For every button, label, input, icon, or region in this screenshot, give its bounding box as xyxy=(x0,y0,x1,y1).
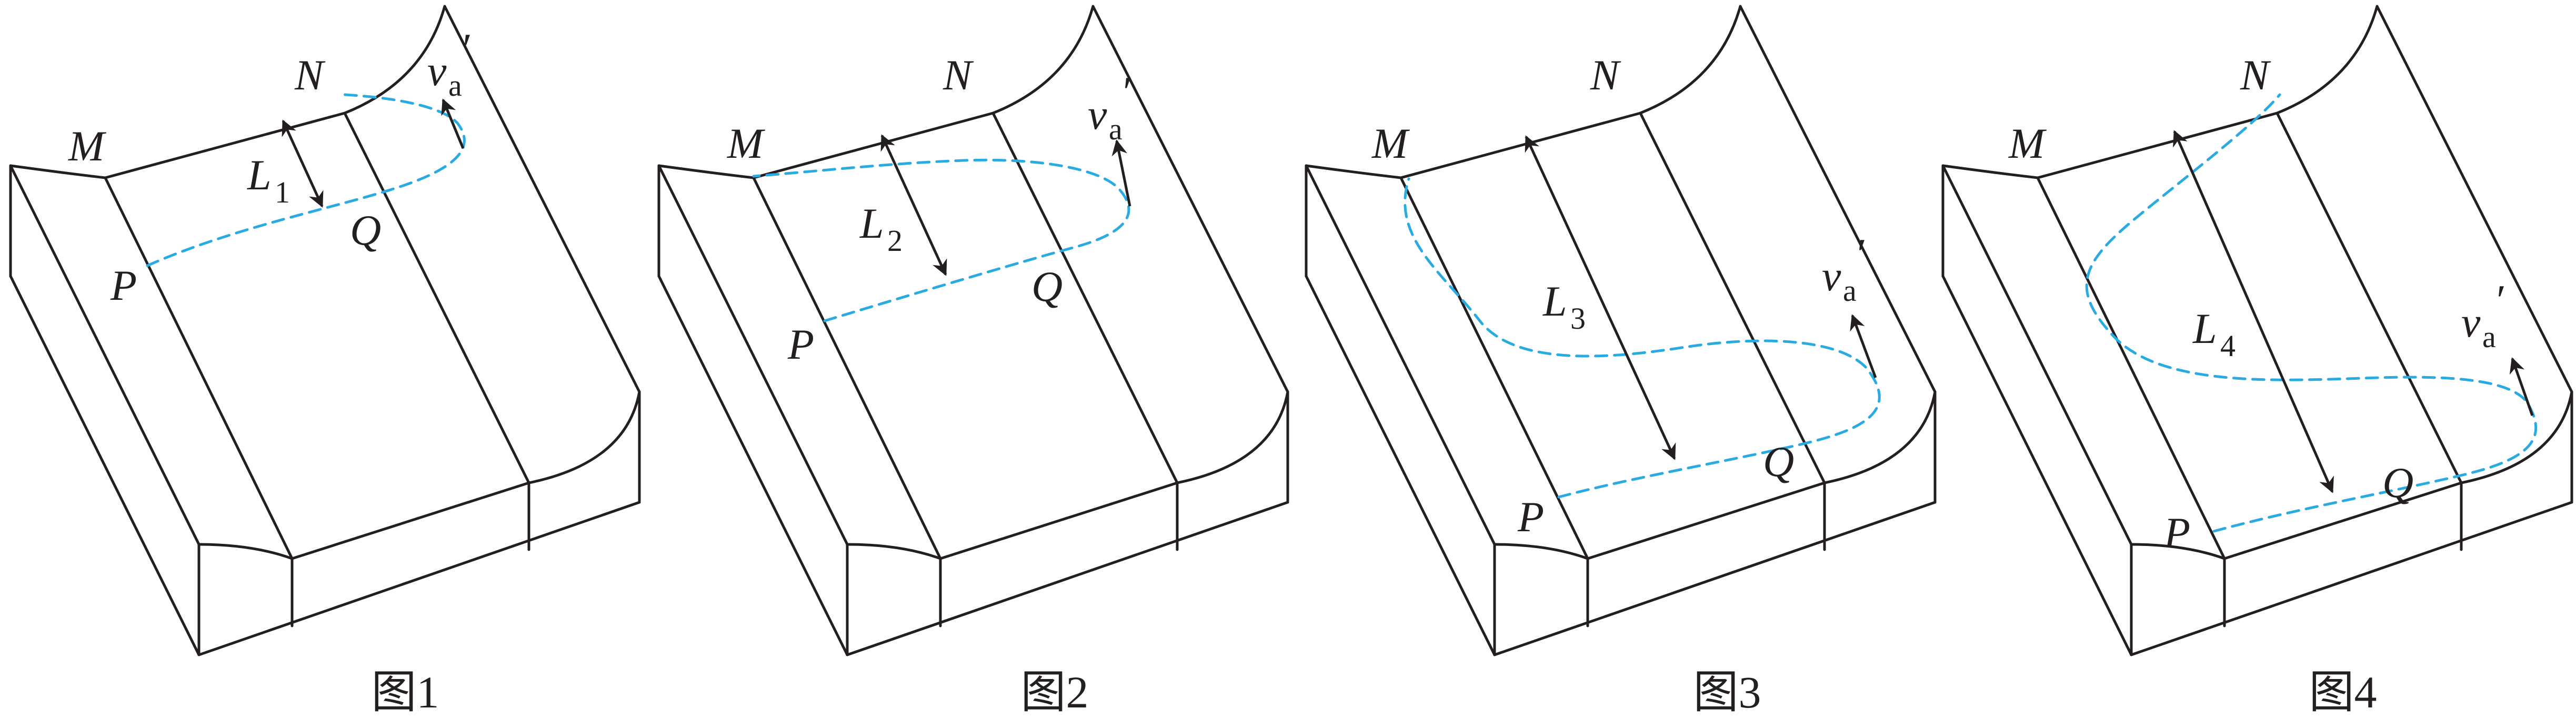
velocity-label: v xyxy=(427,47,447,95)
velocity-label-prime: ′ xyxy=(1120,68,1130,116)
point-label-q: Q xyxy=(2382,459,2413,507)
distance-label: L xyxy=(247,151,272,199)
point-label-q: Q xyxy=(350,206,381,254)
point-label-n: N xyxy=(294,51,326,99)
panel-2: M N P Q L 2 v a ′ 图2 xyxy=(657,5,1289,717)
trough-block xyxy=(9,5,641,656)
velocity-label: v xyxy=(2461,298,2481,346)
trough-block xyxy=(1305,5,1937,656)
panel-1: M N P Q L 1 v a ′ 图1 xyxy=(9,5,641,717)
velocity-arrow xyxy=(2509,357,2534,416)
velocity-arrow xyxy=(1111,139,1131,207)
distance-arrow xyxy=(282,119,324,208)
trajectory-path xyxy=(752,158,1130,322)
point-label-m: M xyxy=(68,122,107,170)
velocity-label-prime: ′ xyxy=(2494,276,2504,324)
distance-arrow xyxy=(880,134,947,276)
point-label-p: P xyxy=(787,320,814,368)
point-label-m: M xyxy=(1371,119,1410,167)
panel-caption: 图1 xyxy=(372,667,439,717)
point-label-m: M xyxy=(727,119,766,167)
trough-block xyxy=(657,5,1289,656)
point-label-n: N xyxy=(943,51,974,99)
distance-label-subscript: 1 xyxy=(275,175,290,209)
panel-caption: 图4 xyxy=(2309,667,2377,717)
panel-4: M N P Q L 4 v a ′ 图4 xyxy=(1941,5,2573,717)
point-label-q: Q xyxy=(1763,438,1794,485)
velocity-label-subscript: a xyxy=(2482,320,2496,354)
distance-arrow xyxy=(2173,130,2334,493)
velocity-arrow xyxy=(1850,314,1877,378)
velocity-label-subscript: a xyxy=(1843,274,1857,308)
point-label-n: N xyxy=(2240,51,2271,99)
velocity-arrow xyxy=(441,98,465,149)
trajectory-path xyxy=(1404,177,1881,499)
panel-3: M N P Q L 3 v a ′ 图3 xyxy=(1305,5,1937,717)
point-label-m: M xyxy=(2008,119,2047,167)
point-label-q: Q xyxy=(1031,262,1063,310)
distance-label-subscript: 2 xyxy=(887,224,903,258)
velocity-label: v xyxy=(1822,252,1841,300)
distance-label: L xyxy=(1542,277,1567,325)
velocity-label-prime: ′ xyxy=(460,25,470,73)
distance-arrow xyxy=(1525,135,1676,460)
velocity-label: v xyxy=(1088,90,1107,138)
point-label-p: P xyxy=(110,261,137,309)
distance-label: L xyxy=(859,199,884,247)
point-label-p: P xyxy=(1517,493,1544,541)
panel-caption: 图3 xyxy=(1693,667,1761,717)
point-label-n: N xyxy=(1590,51,1621,99)
velocity-label-prime: ′ xyxy=(1855,230,1865,278)
velocity-label-subscript: a xyxy=(448,68,462,103)
point-label-p: P xyxy=(2163,509,2190,556)
trajectory-path xyxy=(2085,93,2538,533)
distance-label-subscript: 4 xyxy=(2220,329,2236,363)
velocity-label-subscript: a xyxy=(1109,112,1122,146)
panel-caption: 图2 xyxy=(1021,667,1089,717)
distance-label-subscript: 3 xyxy=(1570,301,1586,336)
distance-label: L xyxy=(2192,305,2217,352)
trajectory-path xyxy=(146,93,466,267)
